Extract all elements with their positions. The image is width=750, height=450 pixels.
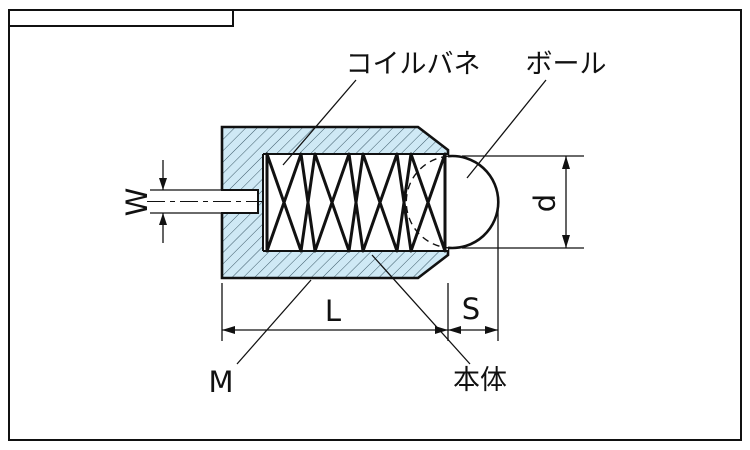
ball xyxy=(406,156,498,248)
label-ball: ボール xyxy=(526,49,607,80)
dim-w-arrow-top xyxy=(159,178,167,190)
dim-s-label: S xyxy=(462,292,480,326)
dim-l-arrow-left xyxy=(222,326,235,334)
leader-thread xyxy=(236,279,312,365)
dim-w-arrow-bottom xyxy=(159,213,167,225)
bore-outline xyxy=(262,153,448,252)
dim-s-arrow-right xyxy=(485,326,498,334)
dim-l-label: L xyxy=(325,294,341,328)
dim-d-arrow-bottom xyxy=(562,235,570,248)
label-coil-spring: コイルバネ xyxy=(346,49,481,80)
dim-w-label: W xyxy=(120,188,154,217)
coil-spring xyxy=(265,152,447,253)
dim-d-label: d xyxy=(528,194,562,212)
label-body: 本体 xyxy=(453,365,507,396)
leader-body xyxy=(371,254,471,365)
ball-outline-arc xyxy=(447,154,500,250)
frame-corner-notch xyxy=(9,10,234,27)
leader-ball xyxy=(466,79,547,179)
dim-s-arrow-left xyxy=(448,326,461,334)
leader-coil-spring xyxy=(282,79,357,166)
dim-m-label: M xyxy=(208,365,233,399)
dim-d-arrow-top xyxy=(562,156,570,169)
frame-border xyxy=(8,9,742,441)
